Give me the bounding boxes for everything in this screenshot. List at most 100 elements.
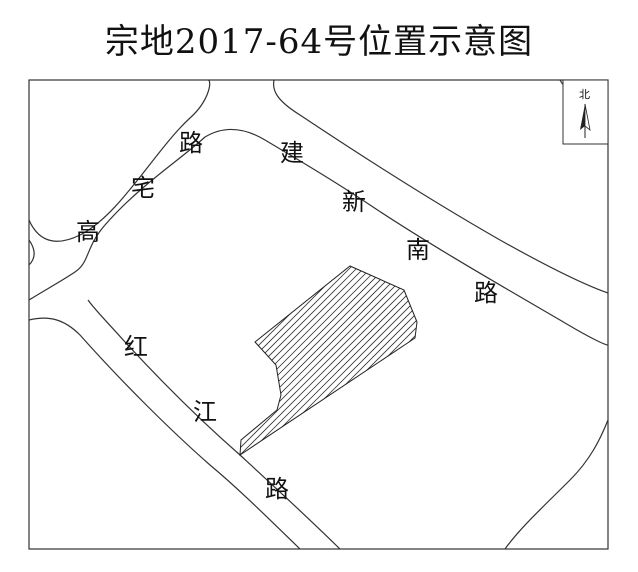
hatch-line [544,230,638,480]
road-edge-gaozhai-upper [29,80,211,242]
hatch-line [368,266,417,455]
hatch-line [240,266,389,455]
hatch-line [240,266,242,455]
hatch-line [0,230,213,480]
hatch-line [305,266,417,455]
hatch-line [249,266,417,455]
hatch-line [0,230,220,480]
hatch-line [240,266,410,455]
road-label-jianxinnan-2: 新 [342,188,366,216]
hatch-line [565,230,638,480]
hatch-line [242,266,417,455]
hatch-line [347,266,417,455]
road-label-jianxinnan-1: 建 [280,139,304,167]
hatch-line [240,266,326,455]
road-edge-right-lower [504,419,608,549]
north-indicator: 北 [562,79,609,145]
hatch-line [240,266,417,455]
hatch-line [340,266,417,455]
land-parcel [0,230,638,480]
hatch-line [0,230,199,480]
road-edge-jianxinnan-upper [272,80,608,294]
hatch-line [291,266,417,455]
hatch-line [240,266,417,455]
hatch-line [277,266,417,455]
hatch-line [488,230,638,480]
hatch-line [333,266,417,455]
north-arrow-icon [580,103,591,138]
hatch-line [467,230,638,480]
road-label-hongjiang-3: 路 [265,475,289,503]
hatch-line [551,230,638,480]
road-label-hongjiang-2: 江 [193,398,217,426]
road-edge-hongjiang-lower [29,317,301,549]
hatch-line [240,266,417,455]
hatch-line [240,266,417,455]
hatch-line [389,266,417,455]
hatch-line [572,230,638,480]
hatch-line [460,230,638,480]
hatch-line [240,266,417,455]
hatch-line [0,230,206,480]
hatch-line [523,230,638,480]
hatch-line [375,266,417,455]
hatch-line [453,230,638,480]
hatch-line [425,230,638,480]
road-label-hongjiang-1: 红 [124,333,148,361]
parcel-outline [239,265,418,456]
hatch-line [481,230,638,480]
road-edge-left-arc [29,239,35,266]
road-edge-block-north [29,128,608,346]
hatch-line [240,266,382,455]
hatch-line [509,230,638,480]
hatch-line [495,230,638,480]
hatch-line [530,230,638,480]
hatch-line [410,266,417,455]
hatch-line [240,266,417,455]
hatch-line [240,266,417,455]
hatch-line [586,230,638,480]
hatch-line [396,266,417,455]
hatch-line [240,266,368,455]
map-title: 宗地2017-64号位置示意图 [104,22,534,62]
road-label-gaozhai-1: 高 [76,218,100,246]
hatch-line [361,266,417,455]
hatch-line [240,266,375,455]
parcel-hatch [0,230,638,480]
hatch-line [0,230,178,480]
hatch-line [240,266,403,455]
north-label: 北 [579,88,590,101]
road-label-jianxinnan-3: 南 [406,236,430,264]
hatch-line [354,266,417,455]
road-label-jianxinnan-4: 路 [474,279,498,307]
road-network [29,80,608,549]
road-label-gaozhai-2: 宅 [131,174,155,202]
hatch-line [593,230,638,480]
hatch-line [240,266,417,455]
hatch-line [240,266,333,455]
hatch-line [446,230,638,480]
hatch-line [326,266,417,455]
hatch-line [240,266,277,455]
hatch-line [432,230,638,480]
hatch-line [240,266,417,455]
hatch-line [240,266,417,455]
hatch-line [240,266,396,455]
road-labels: 高 宅 路 建 新 南 路 红 江 路 [76,129,498,503]
hatch-line [0,230,234,480]
hatch-line [474,230,638,480]
hatch-line [516,230,638,480]
map-frame [28,79,609,550]
hatch-line [0,230,227,480]
hatch-line [0,230,185,480]
hatch-line [240,266,319,455]
hatch-line [298,266,417,455]
hatch-line [319,266,417,455]
road-label-gaozhai-3: 路 [179,129,203,157]
hatch-line [382,266,417,455]
hatch-line [502,230,638,480]
hatch-line [418,230,638,480]
hatch-line [270,266,417,455]
road-edge-hongjiang-upper [87,299,341,549]
